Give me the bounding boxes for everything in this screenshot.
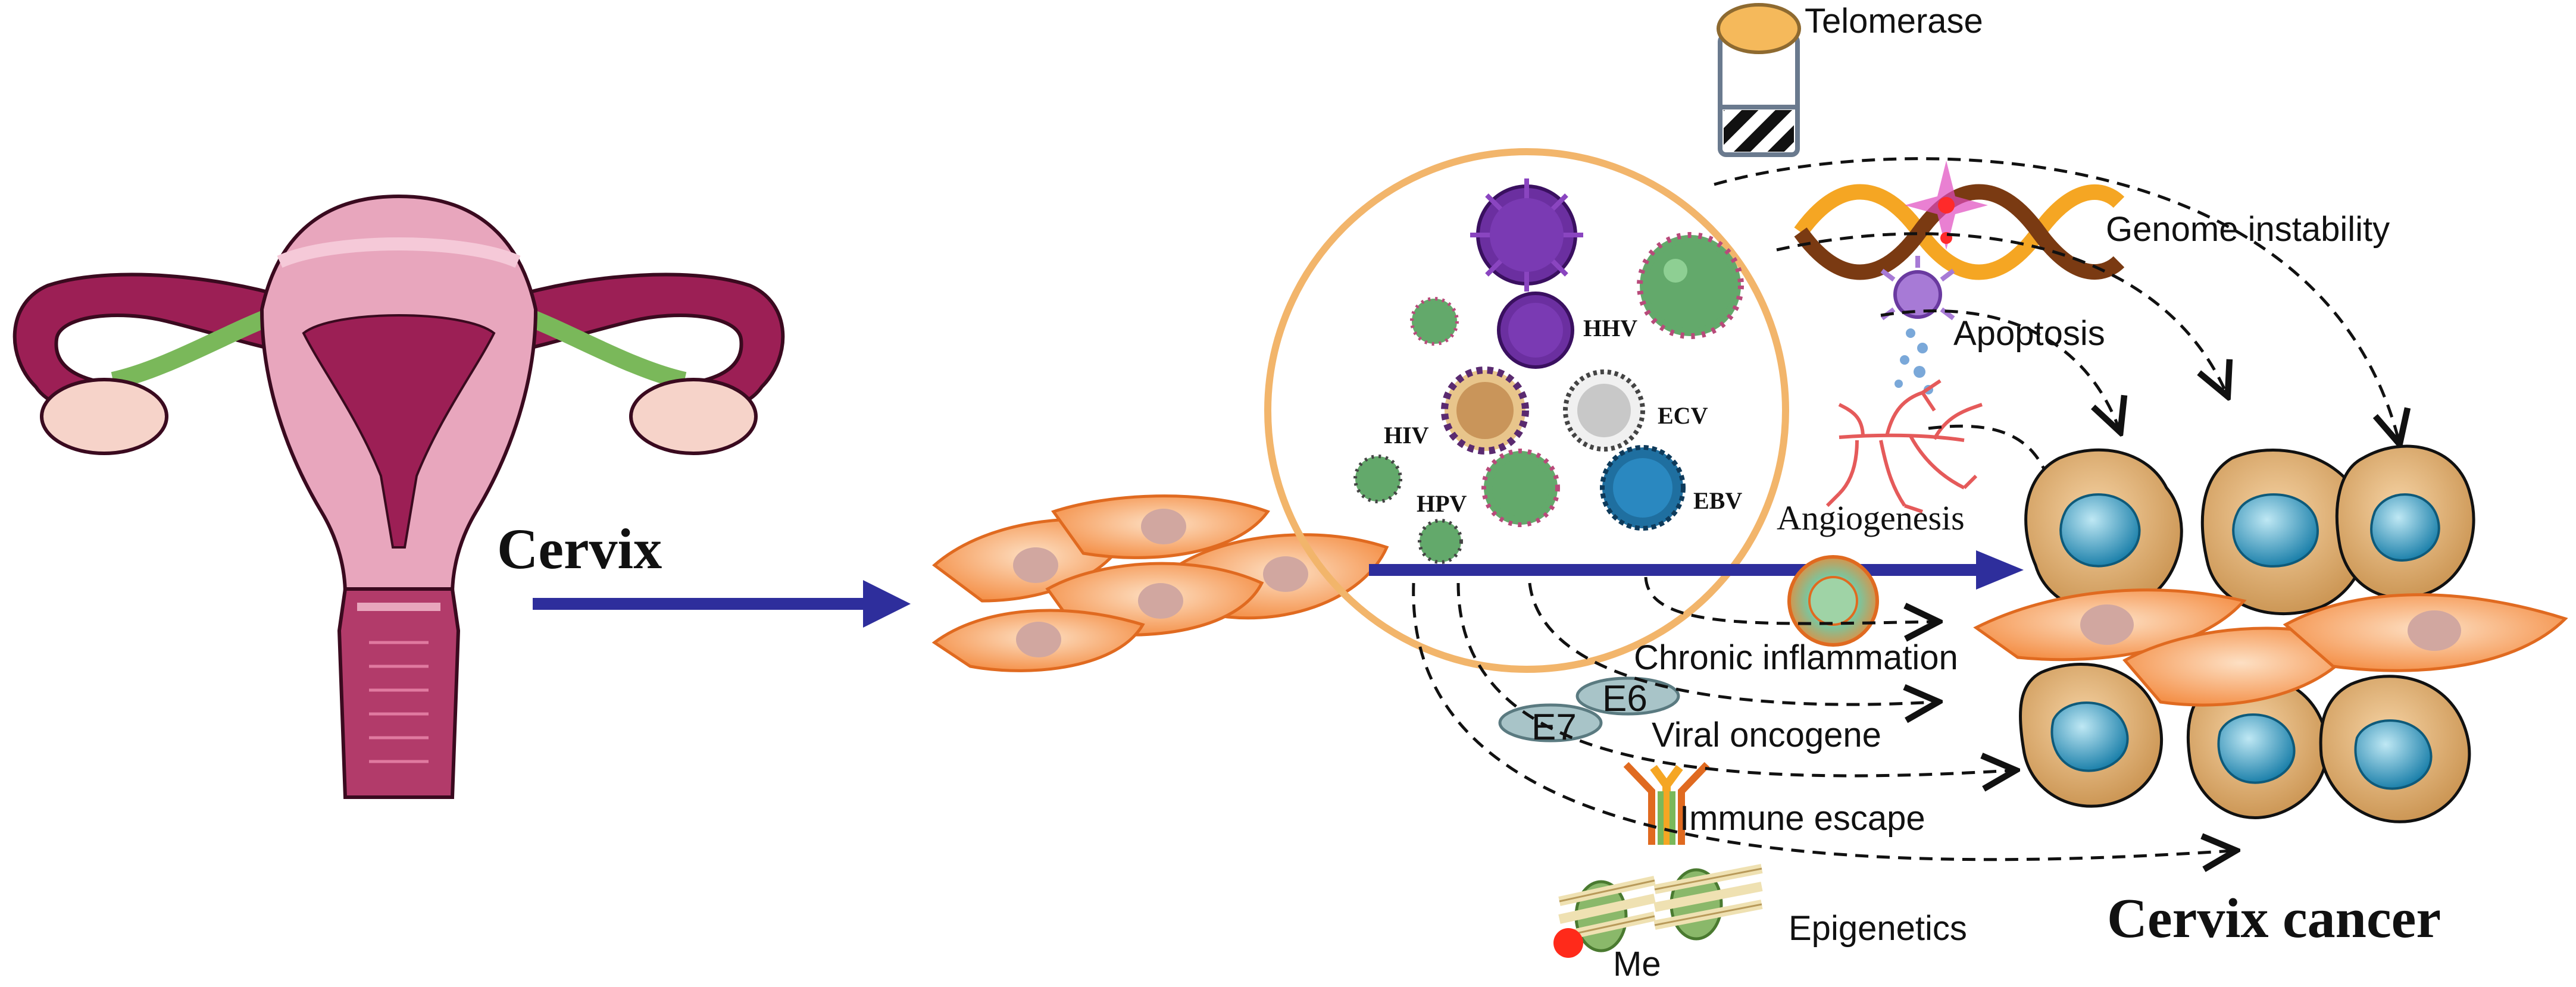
pathway-arrows [1412, 157, 2399, 860]
virus-particle-icon [1563, 369, 1645, 452]
virus-particle-icon [1470, 178, 1583, 292]
normal-cell [931, 609, 1145, 672]
telomerase-icon [1717, 3, 1801, 157]
chronic-inflammation-label: Chronic inflammation [1634, 638, 1958, 677]
virus-label-hpv: HPV [1417, 490, 1467, 517]
progression-arrow-1 [533, 580, 911, 628]
virus-group: HHV HIV ECV EBV HPV [1353, 178, 1744, 564]
virus-particle-icon [1600, 445, 1686, 531]
apoptosis-label: Apoptosis [1953, 314, 2105, 353]
normal-cell [1051, 494, 1270, 559]
pathway-arrow [1644, 576, 1934, 623]
cancer-cells [1973, 444, 2568, 823]
progression-arrow-2 [1369, 550, 2024, 590]
cervix-label: Cervix [497, 517, 662, 581]
virus-label-hhv: HHV [1583, 315, 1637, 341]
virus-particle-icon [1481, 449, 1560, 527]
angiogenesis-label: Angiogenesis [1777, 499, 1965, 537]
genome-instability-label: Genome instability [2106, 210, 2390, 249]
angiogenesis-vessel-icon [1825, 379, 1983, 513]
cervix-cancer-label: Cervix cancer [2107, 888, 2441, 950]
epigenetics-label: Epigenetics [1789, 909, 1967, 948]
cancer-spindle-cell [2283, 593, 2568, 672]
pathway-arrow [1412, 582, 2232, 860]
viral-oncogene-label: Viral oncogene [1652, 716, 1881, 754]
cancer-cell [2319, 675, 2471, 823]
cancer-cell [2200, 449, 2369, 616]
virus-particle-icon [1637, 232, 1744, 339]
cancer-cell [2018, 663, 2164, 808]
virus-label-hiv: HIV [1384, 422, 1429, 449]
inflammation-cell-icon [1787, 555, 1879, 647]
virus-label-ebv: EBV [1693, 487, 1742, 514]
virus-infection-circle [1264, 148, 1789, 673]
nucleosome-icon [1553, 864, 1763, 958]
cancer-cell [2335, 444, 2475, 600]
telomerase-label: Telomerase [1805, 2, 1983, 40]
normal-cells [931, 494, 1389, 672]
virus-particle-icon [1410, 297, 1459, 346]
cancer-cell [2024, 448, 2183, 613]
e6-e7-oncoprotein-icon: E6 E7 [1498, 676, 1680, 748]
virus-particle-icon [1353, 455, 1402, 503]
pathway-arrow [1528, 582, 1934, 704]
e7-label: E7 [1531, 707, 1577, 748]
pathway-arrow [1776, 232, 2226, 393]
pathway-arrow [1456, 582, 2012, 776]
dna-helix-icon [1794, 161, 2125, 280]
pathway-arrow [1880, 309, 2119, 428]
apoptosis-cell-icon [1880, 256, 1955, 394]
e6-label: E6 [1602, 678, 1647, 719]
uterus-illustration [12, 194, 785, 799]
virus-particle-icon [1418, 519, 1463, 564]
immune-escape-label: Immune escape [1680, 799, 1925, 838]
virus-particle-icon [1441, 366, 1529, 455]
virus-particle-icon [1497, 292, 1574, 369]
methyl-label: Me [1613, 945, 1661, 983]
pathway-arrow [1714, 157, 2399, 440]
virus-label-ecv: ECV [1658, 402, 1708, 429]
